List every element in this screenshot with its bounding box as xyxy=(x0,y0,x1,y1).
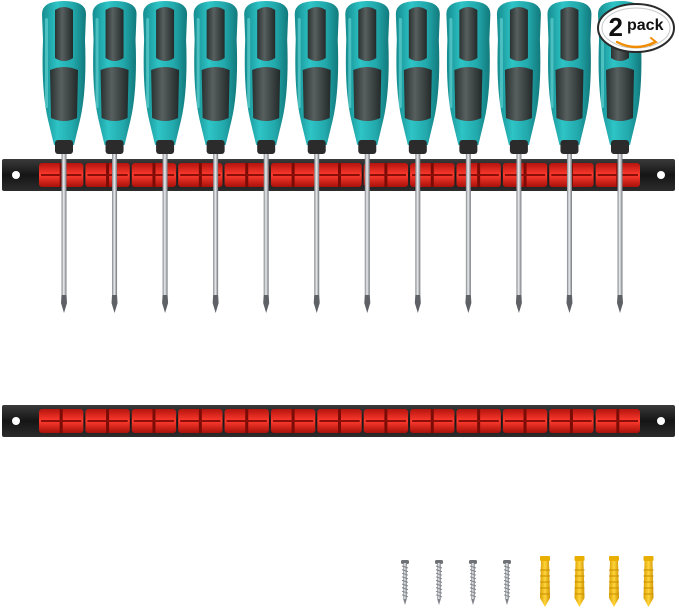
holder-clip xyxy=(317,409,362,433)
screwdriver-shaft xyxy=(364,150,370,295)
wall-anchor xyxy=(643,556,654,607)
mounting-screw xyxy=(435,560,443,605)
holder-clip xyxy=(363,163,409,187)
screwdriver-shaft xyxy=(415,150,421,295)
holder-clip xyxy=(178,409,223,433)
holder-clip xyxy=(39,163,84,187)
screwdriver-set xyxy=(42,1,642,313)
wall-anchor xyxy=(574,556,585,607)
wall-anchor xyxy=(609,556,619,607)
holder-clip xyxy=(224,163,269,187)
screwdriver xyxy=(496,1,541,313)
screwdriver-shaft xyxy=(314,150,320,295)
pack-badge: 2 pack xyxy=(596,2,676,54)
phillips-tip-icon xyxy=(212,295,219,313)
holder-clip xyxy=(410,409,455,433)
wall-anchor xyxy=(540,556,550,607)
holder-clip xyxy=(131,163,177,187)
screwdriver xyxy=(244,1,289,313)
rail-top-left-hole xyxy=(12,171,20,179)
pack-count: 2 xyxy=(608,12,623,42)
holder-clip xyxy=(270,163,316,187)
magnetic-rail-bottom xyxy=(2,405,675,437)
rail-bottom-right-hole xyxy=(657,417,665,425)
pack-badge-shape xyxy=(597,3,675,53)
screwdriver-shaft xyxy=(61,150,67,295)
holder-clip xyxy=(502,409,548,433)
screwdriver-shaft xyxy=(112,150,118,295)
screwdriver-shaft xyxy=(566,150,572,295)
rail-bottom-left-hole xyxy=(12,417,20,425)
phillips-tip-icon xyxy=(465,295,472,313)
phillips-tip-icon xyxy=(313,295,320,313)
screwdriver xyxy=(446,1,491,313)
mounting-screw xyxy=(469,560,477,605)
phillips-tip-icon xyxy=(515,295,522,313)
screwdriver xyxy=(395,1,440,313)
holder-clip xyxy=(456,163,501,187)
screwdriver xyxy=(345,1,390,313)
holder-clip xyxy=(363,409,409,433)
screwdriver xyxy=(143,1,188,313)
holder-clip xyxy=(224,409,269,433)
screwdriver xyxy=(547,1,592,313)
screwdriver xyxy=(294,1,339,313)
holder-clip xyxy=(39,409,84,433)
screwdriver-shaft xyxy=(465,150,471,295)
holder-clip xyxy=(178,163,223,187)
phillips-tip-icon xyxy=(617,295,623,313)
screwdriver xyxy=(92,1,137,313)
screwdriver-shaft xyxy=(162,150,168,295)
holder-clip xyxy=(502,163,548,187)
screwdriver-shaft xyxy=(617,150,623,295)
rail-top-right-hole xyxy=(657,171,665,179)
holder-clip xyxy=(85,409,130,433)
holder-clip xyxy=(410,163,455,187)
wall-anchors xyxy=(540,556,654,607)
holder-clip xyxy=(549,409,594,433)
holder-clip xyxy=(270,409,316,433)
mounting-screw xyxy=(401,560,409,605)
mounting-screws xyxy=(401,560,511,605)
holder-clip xyxy=(85,163,130,187)
screwdriver-shaft xyxy=(213,150,219,295)
phillips-tip-icon xyxy=(162,295,169,313)
holder-clip xyxy=(456,409,501,433)
phillips-tip-icon xyxy=(263,295,270,313)
holder-clip xyxy=(317,163,362,187)
screwdriver-shaft xyxy=(263,150,269,295)
magnetic-rail-top xyxy=(2,159,675,191)
holder-clip xyxy=(131,409,177,433)
screwdriver xyxy=(42,1,86,313)
mounting-screw xyxy=(503,560,511,605)
pack-label: pack xyxy=(627,17,664,34)
holder-clip xyxy=(595,409,640,433)
phillips-tip-icon xyxy=(111,295,118,313)
phillips-tip-icon xyxy=(61,295,67,313)
phillips-tip-icon xyxy=(414,295,421,313)
phillips-tip-icon xyxy=(364,295,371,313)
phillips-tip-icon xyxy=(566,295,573,313)
screwdriver xyxy=(193,1,238,313)
screwdriver-shaft xyxy=(516,150,522,295)
